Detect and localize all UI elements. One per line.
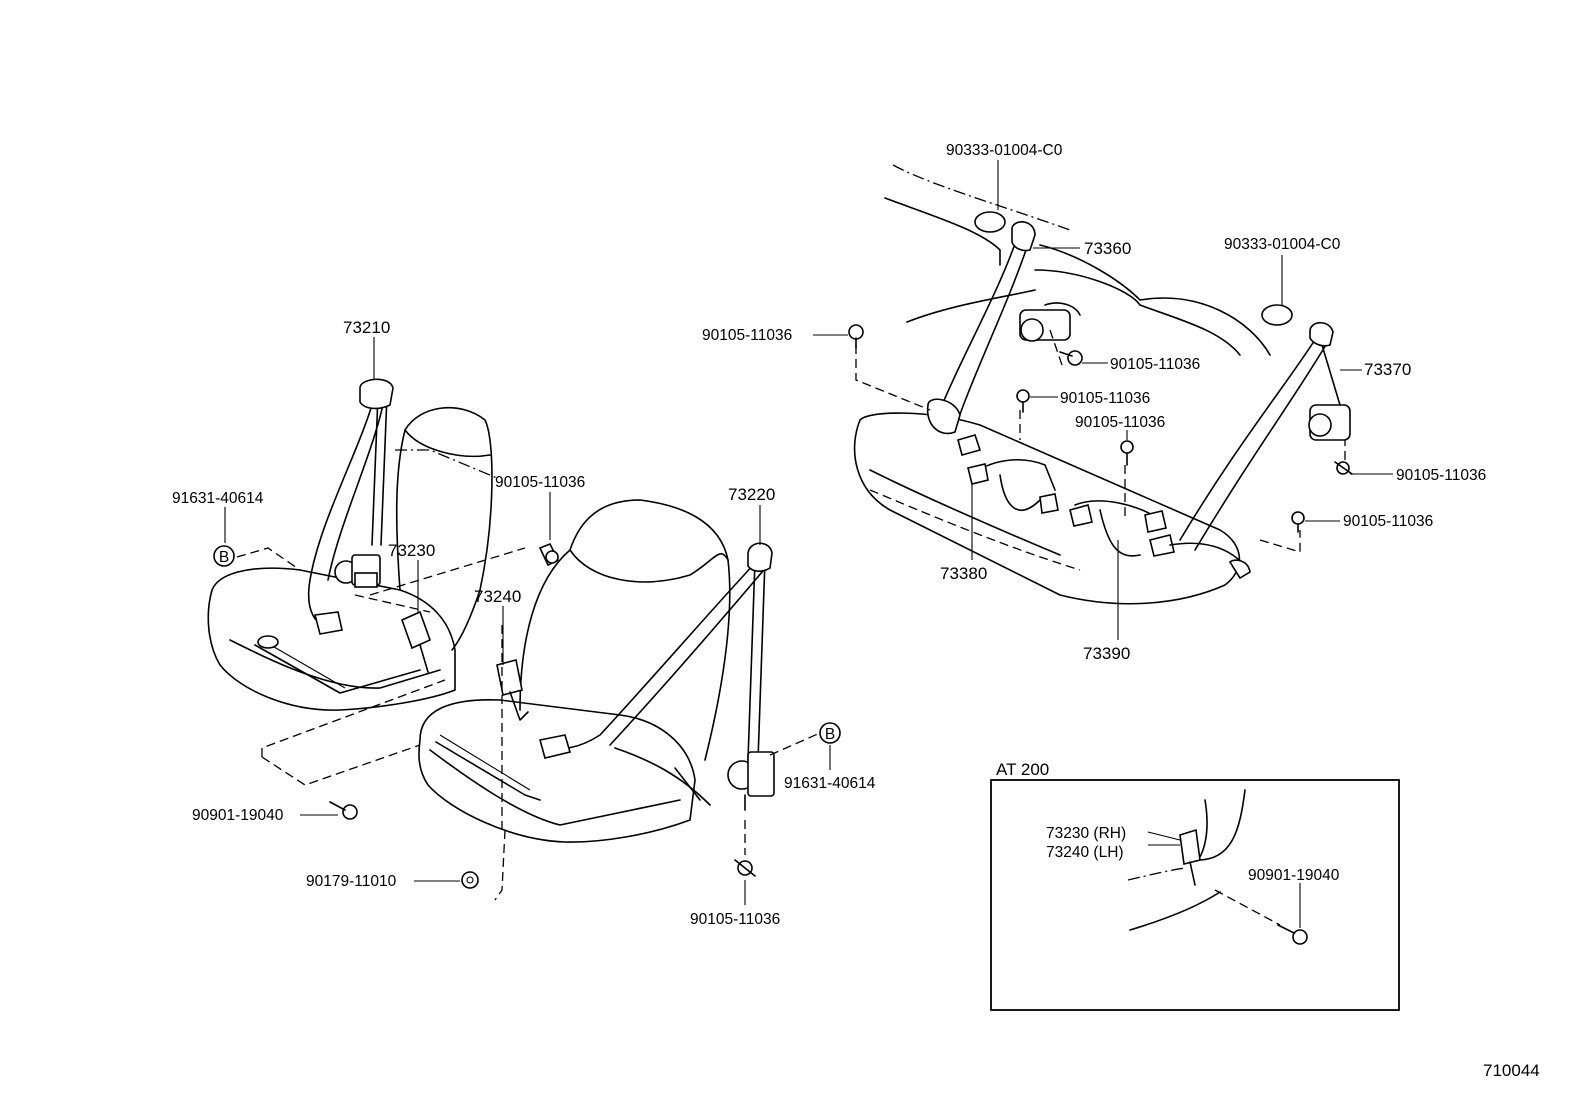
label-90901-19040: 90901-19040 <box>192 807 284 824</box>
label-90105-11036-rear-left: 90105-11036 <box>702 327 792 344</box>
bolt-icon <box>1016 389 1030 413</box>
inset-title: AT 200 <box>996 760 1049 779</box>
label-73390: 73390 <box>1083 644 1130 663</box>
label-73380: 73380 <box>940 564 987 583</box>
inset-at200: AT 200 73230 (RH) 73240 (LH) 90901-19040 <box>990 760 1400 1011</box>
inset-label-lh: 73240 (LH) <box>1046 844 1124 861</box>
label-90105-11036-rear-center: 90105-11036 <box>1075 414 1165 431</box>
fasteners <box>329 324 1353 889</box>
front-right-seat <box>418 499 821 901</box>
front-left-seat <box>207 378 526 786</box>
bolt-icon <box>1059 350 1083 366</box>
label-90333-01004-c0-right: 90333-01004-C0 <box>1224 236 1341 253</box>
label-90179-11010: 90179-11010 <box>306 873 397 890</box>
label-73240: 73240 <box>474 587 521 606</box>
label-90105-11036-rear-top: 90105-11036 <box>1110 356 1200 373</box>
label-91631-40614-left: 91631-40614 <box>172 490 264 507</box>
bolt-icon <box>848 324 864 349</box>
svg-text:B: B <box>825 726 835 743</box>
label-90105-11036-rear-right: 90105-11036 <box>1396 467 1486 484</box>
bolt-icon <box>1291 511 1305 533</box>
label-90333-01004-c0-left: 90333-01004-C0 <box>946 142 1063 159</box>
label-73360: 73360 <box>1084 239 1131 258</box>
bolt-icon <box>329 801 358 820</box>
label-73370: 73370 <box>1364 360 1411 379</box>
bolt-icon <box>734 859 756 877</box>
bolt-icon <box>538 542 560 567</box>
label-73210: 73210 <box>343 318 390 337</box>
label-90105-11036-rear-mid: 90105-11036 <box>1060 390 1150 407</box>
nut-icon <box>461 871 479 889</box>
bolt-icon <box>1334 461 1353 475</box>
leader-lines <box>224 160 1393 905</box>
inset-label-rh: 73230 (RH) <box>1046 825 1126 842</box>
rear-seat <box>853 164 1351 605</box>
illustration-code: 710044 <box>1483 1061 1540 1080</box>
part-labels: 73210 91631-40614 90105-11036 73230 7324… <box>172 142 1486 928</box>
inset-label-bolt: 90901-19040 <box>1248 867 1340 884</box>
label-73230: 73230 <box>388 541 435 560</box>
label-90105-11036-front: 90105-11036 <box>495 474 585 491</box>
bolt-icon <box>1120 440 1134 466</box>
label-90105-11036-rear-right2: 90105-11036 <box>1343 513 1433 530</box>
svg-text:B: B <box>219 549 229 566</box>
label-91631-40614-right: 91631-40614 <box>784 775 876 792</box>
label-73220: 73220 <box>728 485 775 504</box>
label-90105-11036-bottom: 90105-11036 <box>690 911 780 928</box>
reference-marker-b-right: B <box>819 722 841 744</box>
reference-marker-b-left: B <box>213 545 235 567</box>
